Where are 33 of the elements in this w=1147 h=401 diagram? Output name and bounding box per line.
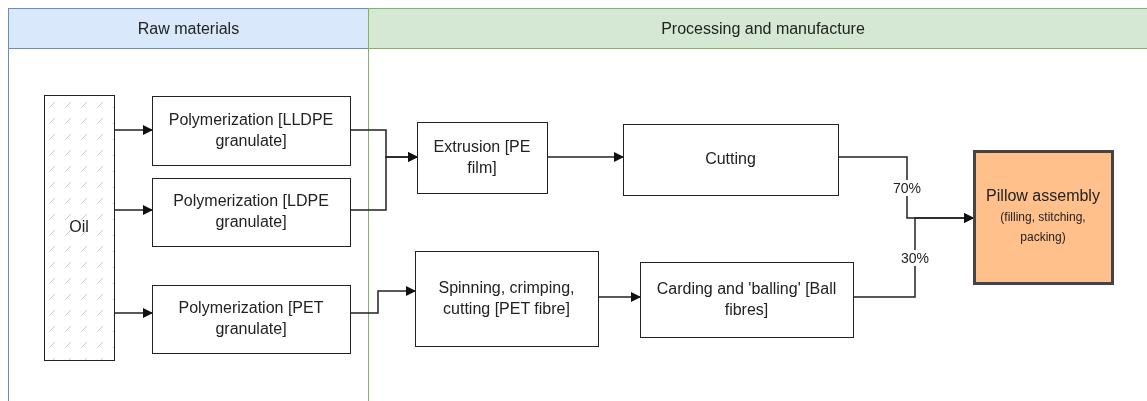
step-note: (filling, stitching, packing) — [999, 209, 1087, 247]
arrow — [114, 205, 153, 215]
process-box — [151, 95, 351, 166]
lane-header: Raw materials — [9, 9, 368, 49]
arrow — [853, 213, 974, 298]
arrow — [547, 152, 624, 162]
swimlane — [368, 8, 1147, 401]
arrow — [350, 152, 418, 211]
step-label: Polymerization [LLDPE granulate] — [167, 109, 335, 151]
final-step-box — [972, 149, 1114, 285]
process-box — [639, 261, 854, 338]
step-label: Cutting — [705, 149, 756, 170]
step-label: Polymerization [PET granulate] — [177, 298, 325, 339]
step-label: Oil — [69, 217, 89, 238]
arrow — [114, 125, 153, 135]
step-label: Spinning, crimping, cutting [PET fibre] — [437, 277, 576, 319]
lane-header: Processing and manufacture — [369, 9, 1147, 49]
edge-label: 70% — [892, 179, 922, 196]
process-box — [416, 121, 548, 194]
step-label: Extrusion [PE film] — [432, 136, 532, 178]
process-box — [151, 177, 351, 247]
process-box — [151, 284, 351, 354]
step-label: Carding and 'balling' [Ball fibres] — [655, 278, 838, 320]
process-box — [414, 250, 599, 347]
step-label: Pillow assembly — [986, 186, 1100, 207]
arrow — [598, 292, 641, 302]
resource-box — [43, 94, 115, 361]
step-label: Polymerization [LDPE granulate] — [172, 191, 330, 232]
arrow — [350, 286, 416, 314]
swimlane — [8, 8, 369, 401]
process-box — [622, 123, 839, 196]
arrow — [114, 308, 153, 318]
edge-label: 30% — [900, 249, 930, 266]
